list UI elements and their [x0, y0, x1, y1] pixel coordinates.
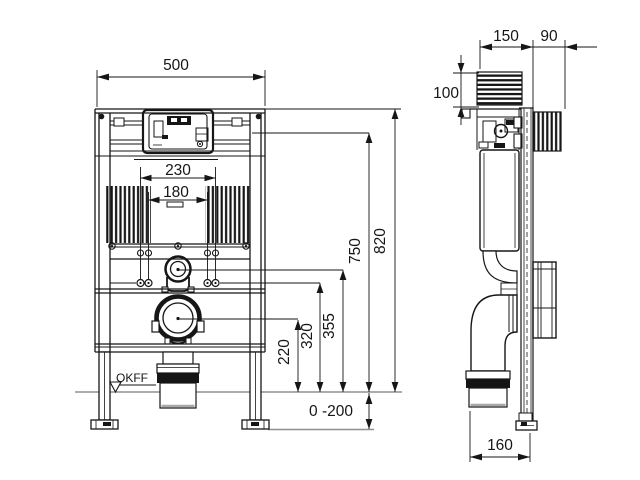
front-view: OKFF [90, 108, 343, 430]
drain-pipe-side [465, 370, 511, 408]
corner-bolt-left [98, 113, 105, 120]
wall-bracket [513, 111, 562, 152]
wc-fixing-bolts [110, 278, 320, 288]
pan-fixing-block [532, 261, 557, 339]
coupling-band-side [466, 379, 510, 388]
dim-outlet-height: 220 [276, 339, 293, 365]
side-dimensions: 150 90 100 160 [433, 28, 597, 462]
mounting-rail [108, 242, 250, 260]
crossbar-lower [95, 343, 265, 353]
cistern-ribs-left [106, 186, 151, 243]
frame-legs [90, 351, 270, 430]
floor-lines [75, 391, 402, 431]
dim-bolt-height: 320 [299, 323, 316, 349]
dim-height-frame: 750 [347, 238, 364, 264]
coupling-band-front [157, 373, 199, 383]
side-view [461, 71, 562, 431]
dim-rear-offset: 90 [540, 28, 558, 45]
cistern-side [479, 149, 520, 252]
datum-triangle-icon [109, 381, 122, 394]
dim-opening-outer: 230 [165, 162, 191, 179]
dim-foot-adjust: 0 -200 [309, 403, 353, 420]
front-dimensions: 500 230 180 220 320 355 750 [96, 57, 401, 429]
center-bracket [166, 201, 184, 208]
tank-top-ribs [476, 71, 523, 106]
cistern-ribs-right [205, 186, 250, 243]
dim-front-width: 500 [163, 57, 189, 74]
dim-frame-depth: 150 [493, 28, 519, 45]
valve-mechanism [461, 108, 521, 150]
dim-outlet-offset: 160 [487, 437, 513, 454]
flush-pipe-connection [161, 255, 343, 293]
floor-datum-label: OKFF [116, 371, 148, 385]
cistern-inspection-box [141, 108, 215, 155]
frame-rail-side [515, 107, 538, 431]
flush-pipe-elbow [482, 250, 518, 284]
okff-datum: OKFF [109, 371, 156, 394]
drain-pipe-front [156, 351, 200, 409]
control-unit [167, 116, 191, 125]
dim-tank-top: 100 [433, 85, 459, 102]
drain-outlet-connection [151, 294, 298, 345]
drain-bend [470, 294, 518, 372]
dim-opening-inner: 180 [163, 184, 189, 201]
corner-bolt-right [255, 113, 262, 120]
top-cross-members [95, 117, 265, 160]
dim-flush-height: 355 [321, 313, 338, 339]
dim-height-total: 820 [372, 228, 389, 254]
